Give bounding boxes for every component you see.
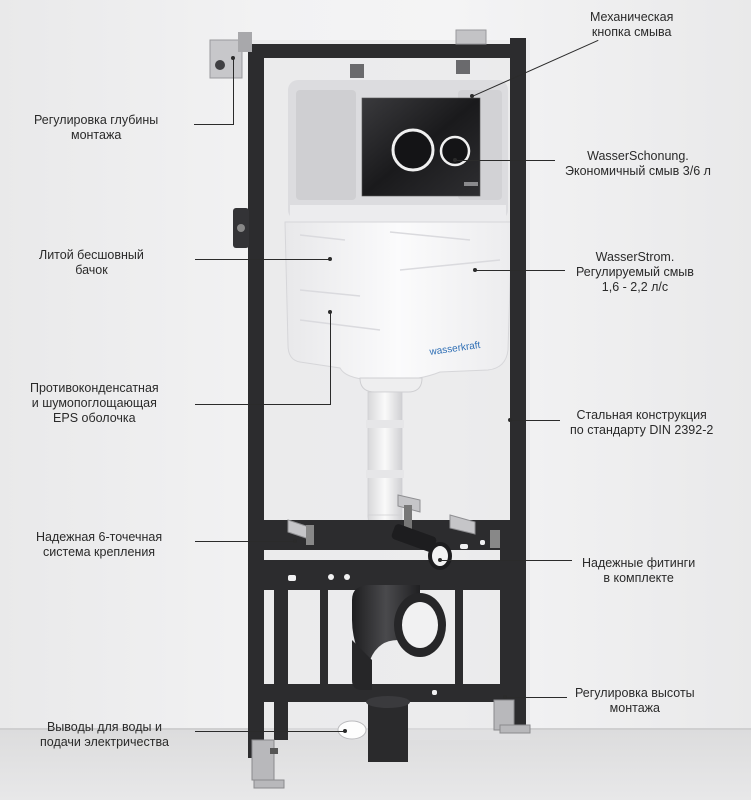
leader-eps-v bbox=[330, 312, 331, 405]
eps-shell-line-3: EPS оболочка bbox=[53, 411, 136, 425]
steel-frame bbox=[248, 38, 526, 758]
eps-shell-line-1: Противоконденсатная bbox=[30, 381, 159, 395]
top-fastener bbox=[350, 64, 364, 78]
label-depth-adjust: Регулировка глубины монтажа bbox=[34, 113, 158, 143]
frame-feet bbox=[251, 699, 531, 789]
fittings-line-2: в комплекте bbox=[603, 571, 674, 585]
label-eps-shell: Противоконденсатная и шумопоглощающая EP… bbox=[30, 381, 159, 426]
leader-fittings bbox=[440, 560, 572, 561]
label-wasserschonung: WasserSchonung. Экономичный смыв 3/6 л bbox=[565, 149, 711, 179]
label-mech-button: Механическая кнопка смыва bbox=[590, 10, 673, 40]
leader-cast-tank bbox=[195, 259, 330, 260]
leader-steel-frame bbox=[510, 420, 560, 421]
leader-depth-adjust-v bbox=[233, 58, 234, 125]
leader-wasserstrom-dot bbox=[473, 268, 477, 272]
leader-wasserstrom bbox=[475, 270, 565, 271]
label-wasserstrom: WasserStrom. Регулируемый смыв 1,6 - 2,2… bbox=[576, 250, 694, 295]
label-outlets: Выводы для воды и подачи электричества bbox=[40, 720, 169, 750]
bottom-outlet bbox=[337, 696, 410, 762]
depth-adjust-line-1: Регулировка глубины bbox=[34, 113, 159, 127]
foot-screw bbox=[270, 748, 278, 754]
mounting-studs bbox=[287, 494, 500, 548]
height-adjust-line-2: монтажа bbox=[609, 701, 660, 715]
fittings-line-1: Надежные фитинги bbox=[582, 556, 696, 570]
depth-adjust-line-2: монтажа bbox=[70, 128, 122, 142]
label-cast-tank: Литой бесшовный бачок bbox=[39, 248, 144, 278]
label-fittings: Надежные фитинги в комплекте bbox=[582, 556, 695, 586]
leader-eps-h bbox=[195, 404, 331, 405]
wasserschonung-line-2: Экономичный смыв 3/6 л bbox=[565, 164, 711, 178]
leader-eps-dot bbox=[328, 310, 332, 314]
leader-six-point-dot bbox=[293, 539, 297, 543]
steel-frame-line-1: Стальная конструкция bbox=[576, 408, 707, 422]
height-adjust-line-1: Регулировка высоты bbox=[575, 686, 695, 700]
leader-cast-tank-dot bbox=[328, 257, 332, 261]
leader-height-adjust-dot bbox=[503, 695, 507, 699]
top-right-bracket bbox=[455, 29, 487, 45]
leader-outlets-dot bbox=[343, 729, 347, 733]
outlets-line-2: подачи электричества bbox=[40, 735, 169, 749]
leader-steel-frame-dot bbox=[508, 418, 512, 422]
wasserstrom-line-3: 1,6 - 2,2 л/с bbox=[601, 280, 669, 294]
eps-shell-line-2: и шумопоглощающая bbox=[31, 396, 157, 410]
leader-outlets bbox=[195, 731, 345, 732]
water-fitting bbox=[391, 524, 452, 570]
frame-holes bbox=[288, 540, 485, 695]
mech-button-line-1: Механическая bbox=[590, 10, 674, 24]
leader-depth-adjust-h bbox=[194, 124, 234, 125]
six-point-line-2: система крепления bbox=[43, 545, 156, 559]
steel-frame-line-2: по стандарту DIN 2392-2 bbox=[570, 423, 714, 437]
depth-adjust-bracket bbox=[209, 32, 252, 79]
cast-tank-line-2: бачок bbox=[75, 263, 108, 277]
leader-height-adjust bbox=[505, 697, 567, 698]
cast-tank bbox=[284, 221, 513, 381]
leader-wasserschonung bbox=[455, 160, 555, 161]
outlets-line-1: Выводы для воды и bbox=[46, 720, 162, 734]
wasserstrom-line-1: WasserStrom. bbox=[595, 250, 675, 264]
six-point-line-1: Надежная 6-точечная bbox=[36, 530, 163, 544]
leader-wasserschonung-dot bbox=[453, 158, 457, 162]
flush-button-plate bbox=[361, 97, 481, 197]
drain-elbow bbox=[352, 585, 446, 690]
leader-six-point bbox=[195, 541, 295, 542]
label-six-point: Надежная 6-точечная система крепления bbox=[36, 530, 162, 560]
label-steel-frame: Стальная конструкция по стандарту DIN 23… bbox=[570, 408, 713, 438]
cast-tank-line-1: Литой бесшовный bbox=[39, 248, 144, 262]
small-flush-button bbox=[439, 135, 471, 167]
leader-depth-adjust-dot bbox=[231, 56, 235, 60]
wasserschonung-line-1: WasserSchonung. bbox=[587, 149, 689, 163]
label-height-adjust: Регулировка высоты монтажа bbox=[575, 686, 695, 716]
leader-mech-dot bbox=[470, 94, 474, 98]
big-flush-button bbox=[391, 128, 435, 172]
mech-button-line-2: кнопка смыва bbox=[591, 25, 672, 39]
wasserstrom-line-2: Регулируемый смыв bbox=[576, 265, 694, 279]
top-fastener-2 bbox=[456, 60, 470, 74]
leader-fittings-dot bbox=[438, 558, 442, 562]
